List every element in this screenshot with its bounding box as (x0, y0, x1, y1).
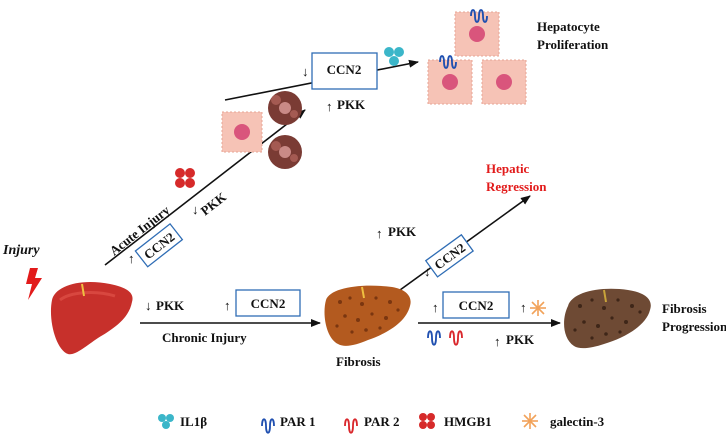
ccn2-box-progression-label: CCN2 (459, 298, 494, 313)
pkk-acute-arrow: ↓ (192, 202, 199, 217)
legend-il1b-label: IL1β (180, 414, 207, 429)
chronic-injury-label: Chronic Injury (162, 330, 247, 345)
ccn2-regression-arrow: ↓ (424, 264, 431, 279)
par1-icon (427, 330, 441, 346)
ccn2-progression-arrow: ↑ (432, 300, 439, 315)
lightning-icon (26, 268, 42, 300)
legend-hmgb1-label: HMGB1 (444, 414, 492, 429)
par2-icon (449, 330, 463, 346)
pkk-chronic-arrow: ↓ (145, 298, 152, 313)
injury-label: Injury (2, 243, 40, 258)
progression-liver-icon (564, 288, 651, 349)
legend-par1-icon (261, 418, 275, 434)
legend-il1b-icon (158, 414, 174, 429)
galectin-progression-arrow: ↑ (520, 300, 527, 315)
galectin3-icon (530, 300, 546, 316)
ccn2-box-progression (442, 291, 510, 319)
legend-par2-icon (344, 418, 358, 434)
pkk-top-arrow: ↑ (326, 99, 333, 114)
ccn2-chronic-arrow: ↑ (224, 298, 231, 313)
legend-galectin3-icon (522, 413, 538, 429)
pkk-chronic-label: PKK (156, 298, 185, 313)
ccn2-top-arrow: ↓ (302, 64, 309, 79)
hepatocyte-cell-icon (454, 11, 500, 57)
legend: IL1β PAR 1 PAR 2 HMGB1 galectin-3 (158, 413, 605, 434)
legend-hmgb1-icon (419, 413, 435, 429)
healthy-liver-icon (50, 281, 133, 355)
ccn2-box-regression (424, 233, 475, 278)
pkk-top-label: PKK (337, 97, 366, 112)
hepatic-regression-line1: Hepatic (486, 161, 530, 176)
ccn2-acute-arrow: ↑ (128, 251, 135, 266)
pkk-regression-label: PKK (388, 224, 417, 239)
hepatocyte-label-line2: Proliferation (537, 37, 609, 52)
legend-par2-label: PAR 2 (364, 414, 400, 429)
il1b-icon (384, 47, 404, 66)
pkk-acute-label: PKK (198, 189, 230, 219)
ccn2-box-chronic-label: CCN2 (251, 296, 286, 311)
hepatocyte-cell-icon (427, 59, 473, 105)
par1-icon (470, 9, 488, 23)
ccn2-box-top-label: CCN2 (327, 62, 362, 77)
pkk-progression-arrow: ↑ (494, 334, 501, 349)
hepatocyte-cell-icon (481, 59, 527, 105)
par1-icon (439, 55, 457, 69)
ccn2-box-acute (134, 222, 184, 268)
acute-injury-arrow (104, 109, 306, 266)
hepatic-regression-line2: Regression (486, 179, 547, 194)
damaged-cell-icon (268, 91, 302, 125)
pkk-progression-label: PKK (506, 332, 535, 347)
fibrosis-progression-line2: Progression (662, 319, 726, 334)
legend-par1-label: PAR 1 (280, 414, 316, 429)
hepatocyte-label-line1: Hepatocyte (537, 19, 600, 34)
hmgb1-icon (175, 168, 195, 188)
ccn2-box-chronic (235, 289, 301, 317)
legend-galectin3-label: galectin-3 (550, 414, 605, 429)
fibrosis-progression-line1: Fibrosis (662, 301, 707, 316)
damaged-cell-icon (268, 135, 302, 169)
hepatocyte-cell-icon (221, 111, 263, 153)
pkk-regression-arrow: ↑ (376, 226, 383, 241)
ccn2-box-top (311, 52, 378, 90)
fibrosis-label: Fibrosis (336, 354, 381, 369)
fibrosis-liver-icon (324, 285, 411, 346)
